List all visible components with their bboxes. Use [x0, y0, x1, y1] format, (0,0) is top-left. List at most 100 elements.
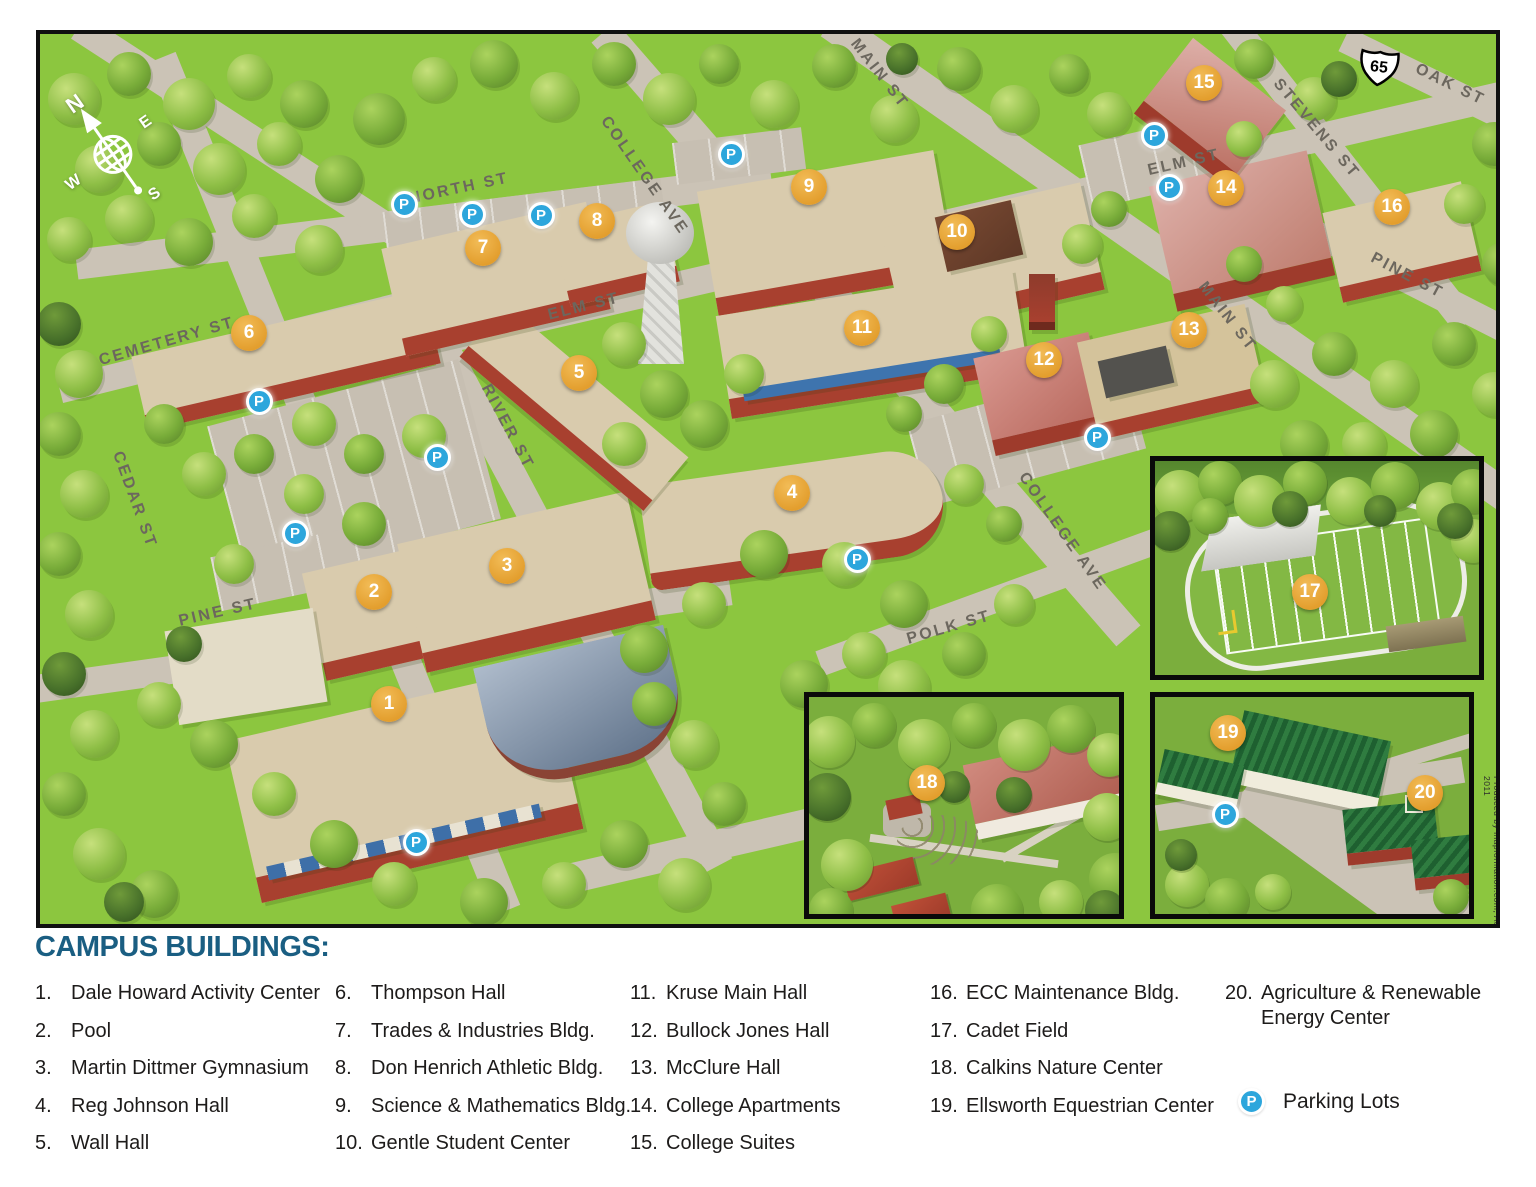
tree [821, 839, 873, 891]
tree [886, 396, 922, 432]
parking-marker: P [1140, 121, 1168, 149]
legend-item-label: Dale Howard Activity Center [71, 982, 320, 1004]
parking-marker: P [1083, 423, 1111, 451]
tree [166, 626, 202, 662]
tree [1165, 863, 1209, 907]
building-marker-19: 19 [1210, 715, 1246, 751]
legend-column: 20.Agriculture & Renewable Energy Center [1225, 975, 1481, 1031]
tree [880, 580, 928, 628]
building-marker-10: 10 [939, 214, 975, 250]
tree [998, 719, 1050, 771]
tree [342, 502, 386, 546]
legend-item: 5.Wall Hall [35, 1125, 320, 1163]
building-marker-14: 14 [1208, 170, 1244, 206]
tree [107, 52, 151, 96]
legend-item: 6.Thompson Hall [335, 975, 631, 1013]
legend-item-number: 3. [35, 1057, 52, 1080]
building-marker-3: 3 [489, 548, 525, 584]
building-marker-20: 20 [1407, 775, 1443, 811]
legend-item-number: 12. [630, 1019, 658, 1042]
tree [163, 78, 215, 130]
tree [809, 773, 851, 821]
tree [65, 590, 113, 638]
tree [1444, 184, 1484, 224]
parking-marker: P [458, 200, 486, 228]
tree [1255, 874, 1291, 910]
legend-item: 14.College Apartments [630, 1088, 841, 1126]
tree [1410, 410, 1458, 458]
building-marker-17: 17 [1292, 574, 1328, 610]
building-marker-2: 2 [356, 574, 392, 610]
tree [1062, 224, 1102, 264]
tree [40, 302, 81, 346]
legend-item: 16.ECC Maintenance Bldg. [930, 975, 1214, 1013]
building-marker-7: 7 [465, 230, 501, 266]
tree [280, 80, 328, 128]
legend-item-number: 5. [35, 1132, 52, 1155]
legend-item: 4.Reg Johnson Hall [35, 1088, 320, 1126]
tree [658, 858, 710, 910]
tree [1364, 495, 1396, 527]
legend-item-label: Bullock Jones Hall [666, 1019, 830, 1042]
tree [812, 44, 856, 88]
tree [944, 464, 984, 504]
legend-item-number: 15. [630, 1132, 658, 1155]
tree [1234, 39, 1274, 79]
building-marker-11: 11 [844, 310, 880, 346]
legend-item: 3. Martin Dittmer Gymnasium [35, 1050, 320, 1088]
building-marker-5: 5 [561, 355, 597, 391]
tree [372, 862, 416, 906]
legend-item-number: 11. [630, 982, 657, 1004]
parking-legend-label: Parking Lots [1283, 1089, 1400, 1113]
tree [40, 532, 81, 576]
tree [724, 354, 764, 394]
tree [996, 777, 1032, 813]
legend-item: 19.Ellsworth Equestrian Center [930, 1088, 1214, 1126]
building-bell-tower [1029, 274, 1055, 330]
inset-cadet-field [1150, 456, 1484, 680]
tree [227, 54, 271, 98]
legend-item-label: Thompson Hall [371, 982, 506, 1004]
tree [1226, 121, 1262, 157]
tree [292, 402, 336, 446]
legend-item: 2.Pool [35, 1013, 320, 1051]
tree [542, 862, 586, 906]
legend-item: 9.Science & Mathematics Bldg. [335, 1088, 631, 1126]
tree [1047, 705, 1095, 753]
compass-rose: N E W S [40, 70, 198, 242]
svg-text:65: 65 [1369, 58, 1389, 77]
parking-marker: P [245, 387, 273, 415]
parking-marker: P [390, 190, 418, 218]
tree [1087, 92, 1131, 136]
parking-marker: P [843, 545, 871, 573]
parking-marker: P [1211, 800, 1239, 828]
tree [870, 95, 918, 143]
tree [284, 474, 324, 514]
tree [137, 122, 181, 166]
tree [1433, 879, 1469, 914]
building-marker-4: 4 [774, 475, 810, 511]
legend-item-label: McClure Hall [666, 1057, 781, 1080]
tree [1482, 242, 1496, 286]
tree [295, 225, 343, 273]
tree [1272, 491, 1308, 527]
buildings-layer [40, 34, 1496, 924]
legend-item-label: Martin Dittmer Gymnasium [71, 1057, 309, 1080]
tree [1083, 793, 1119, 841]
tree [740, 530, 788, 578]
tree [809, 716, 855, 768]
legend-item-label: ECC Maintenance Bldg. [966, 982, 1180, 1004]
legend-item-label: Kruse Main Hall [666, 982, 808, 1004]
compass-needle [80, 108, 143, 195]
legend-item: 13.McClure Hall [630, 1050, 841, 1088]
tree [852, 703, 896, 747]
tree [640, 370, 688, 418]
legend-item-label: Agriculture & Renewable Energy Center [1261, 982, 1482, 1029]
tree [620, 625, 668, 673]
tree [190, 720, 238, 768]
legend-item-number: 8. [335, 1057, 352, 1080]
legend-item-label: Reg Johnson Hall [71, 1094, 229, 1117]
tree [1039, 880, 1083, 914]
legend-item-label: Cadet Field [966, 1019, 1069, 1042]
parking-icon: P [1238, 1088, 1265, 1115]
